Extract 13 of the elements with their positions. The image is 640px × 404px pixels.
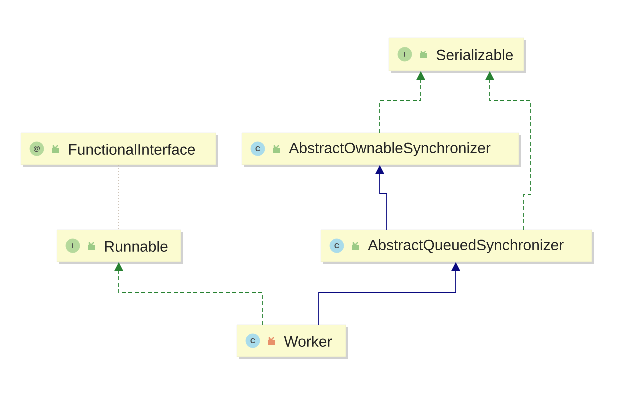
class-name: FunctionalInterface: [69, 144, 196, 155]
class-name: Serializable: [436, 50, 514, 60]
class-box: [321, 230, 594, 264]
class-box: [389, 38, 526, 73]
dotted-line: [118, 164, 120, 230]
class-box: [21, 133, 218, 167]
class-name: AbstractOwnableSynchronizer: [289, 142, 491, 156]
class-name: AbstractQueuedSynchronizer: [368, 240, 564, 254]
class-box: [242, 133, 521, 167]
class-name: Runnable: [105, 240, 168, 252]
class-box: [57, 230, 183, 264]
class-name: Worker: [284, 336, 332, 347]
class-box: [237, 325, 348, 359]
